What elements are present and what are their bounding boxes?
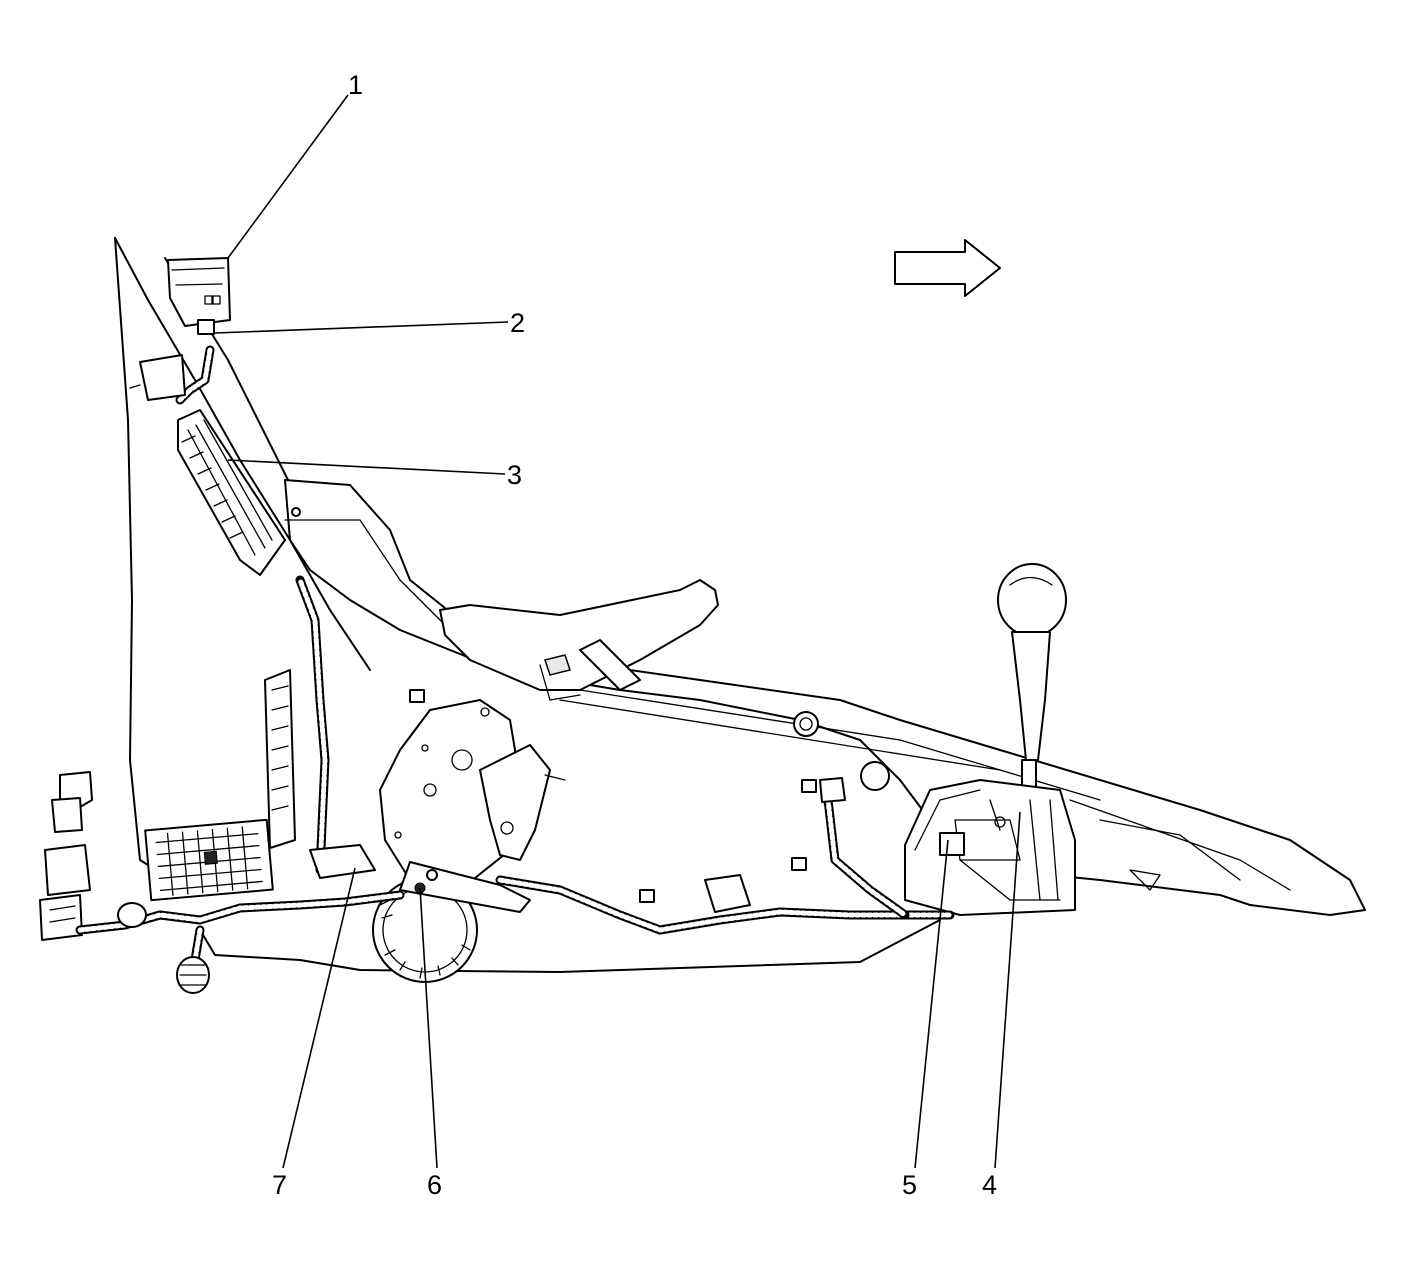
- callout-1: 1: [348, 70, 363, 100]
- switch-assembly: [167, 257, 231, 335]
- body-control-module: [177, 409, 286, 576]
- callout-labels: 1 2 3 4 5 6 7: [272, 70, 997, 1200]
- callout-3: 3: [507, 460, 522, 490]
- fasteners: [291, 507, 890, 903]
- left-connectors: [39, 771, 93, 941]
- arrow-right-icon: [894, 239, 1001, 297]
- callout-6: 6: [427, 1170, 442, 1200]
- shifter-base: [904, 779, 1076, 916]
- callout-4: 4: [982, 1170, 997, 1200]
- callout-7: 7: [272, 1170, 287, 1200]
- seat-bracket: [372, 699, 566, 983]
- parking-brake-lever: [439, 579, 719, 701]
- callout-2: 2: [510, 308, 525, 338]
- floor-panel: [199, 919, 941, 973]
- left-modules: [144, 669, 296, 902]
- shift-lever: [997, 563, 1067, 791]
- callout-5: 5: [902, 1170, 917, 1200]
- leader-lines: [214, 94, 1021, 1169]
- wiring-harness: [75, 345, 955, 994]
